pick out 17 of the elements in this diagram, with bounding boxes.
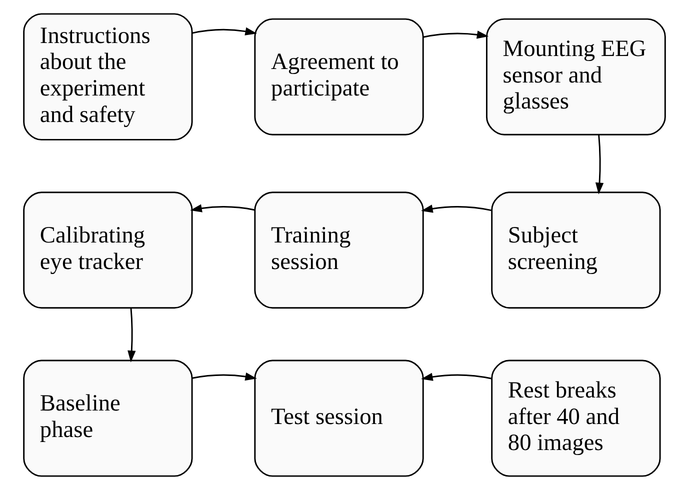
arrow xyxy=(594,134,604,194)
arrow xyxy=(422,30,488,39)
node-box: Agreement to participate xyxy=(254,18,424,136)
node-box: Test session xyxy=(254,360,424,477)
arrow xyxy=(190,204,254,212)
node-box: Baseline phase xyxy=(22,360,192,477)
node-box: Rest breaks after 40 and 80 images xyxy=(490,360,660,477)
arrow xyxy=(127,308,136,362)
arrow xyxy=(420,372,492,381)
node-box: Subject screening xyxy=(490,192,660,309)
arrow xyxy=(420,204,492,213)
arrow xyxy=(192,372,256,381)
node-box: Calibrating eye tracker xyxy=(22,192,192,309)
node-box: Mounting EEG sensor and glasses xyxy=(486,18,666,136)
node-box: Instructions about the experiment and safety xyxy=(22,13,192,140)
arrow xyxy=(192,27,256,36)
node-box: Training session xyxy=(254,192,424,309)
